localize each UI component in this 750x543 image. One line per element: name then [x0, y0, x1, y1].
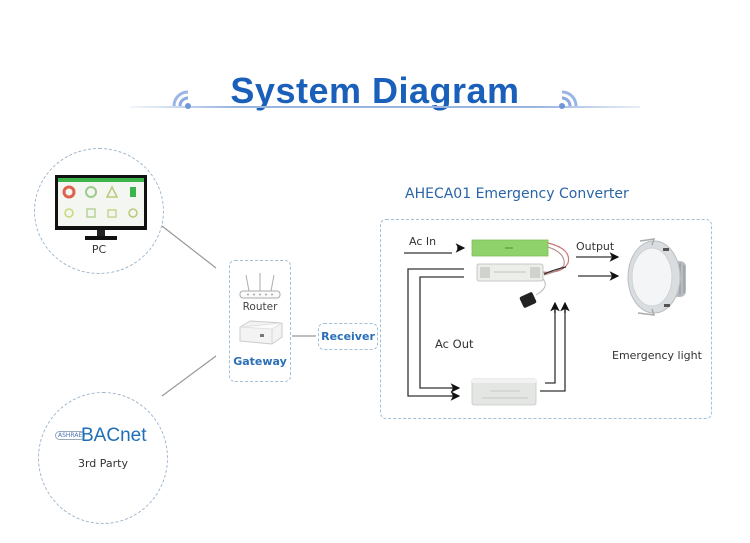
emergency-light-label: Emergency light: [612, 349, 702, 362]
router-label: Router: [242, 301, 278, 313]
third-party-label: 3rd Party: [77, 457, 129, 470]
bacnet-logo-text: BACnet: [81, 425, 147, 446]
downlight-icon: [627, 238, 686, 316]
outer-wire: [407, 268, 464, 397]
pc-to-gateway-line: [161, 225, 217, 269]
emergency-driver: [476, 263, 544, 282]
receiver-node: Receiver: [318, 323, 378, 350]
inner-wire: [419, 276, 464, 389]
ashrae-badge: ASHRAE: [55, 431, 86, 440]
monitor-icon: [55, 175, 147, 240]
title-underline: [130, 106, 640, 108]
pc-label: PC: [91, 243, 107, 256]
gateway-box-icon: [239, 320, 283, 345]
bacnet-logo: ASHRAE BACnet: [55, 425, 155, 447]
test-switch: [519, 292, 537, 308]
right-wire-1: [540, 305, 566, 392]
third-party-node: ASHRAE BACnet 3rd Party: [38, 392, 168, 524]
converter-title: AHECA01 Emergency Converter: [405, 186, 629, 202]
converter-box: [380, 219, 712, 419]
output-label: Output: [576, 240, 615, 253]
page-title: System Diagram: [230, 70, 520, 111]
right-wire-2: [545, 305, 556, 384]
wifi-signal-icon: [172, 90, 191, 109]
receiver-label: Receiver: [321, 330, 375, 343]
converter-wiring: [404, 239, 620, 406]
ac-in-label: Ac In: [409, 235, 437, 248]
wifi-signal-icon: [559, 90, 578, 109]
ac-out-label: Ac Out: [435, 337, 474, 351]
router-icon: [239, 273, 281, 299]
gateway-label: Gateway: [233, 355, 287, 368]
pc-node: PC: [34, 148, 164, 274]
router-gateway-group: Router Gateway: [229, 260, 291, 382]
thirdparty-to-gateway-line: [161, 355, 217, 397]
